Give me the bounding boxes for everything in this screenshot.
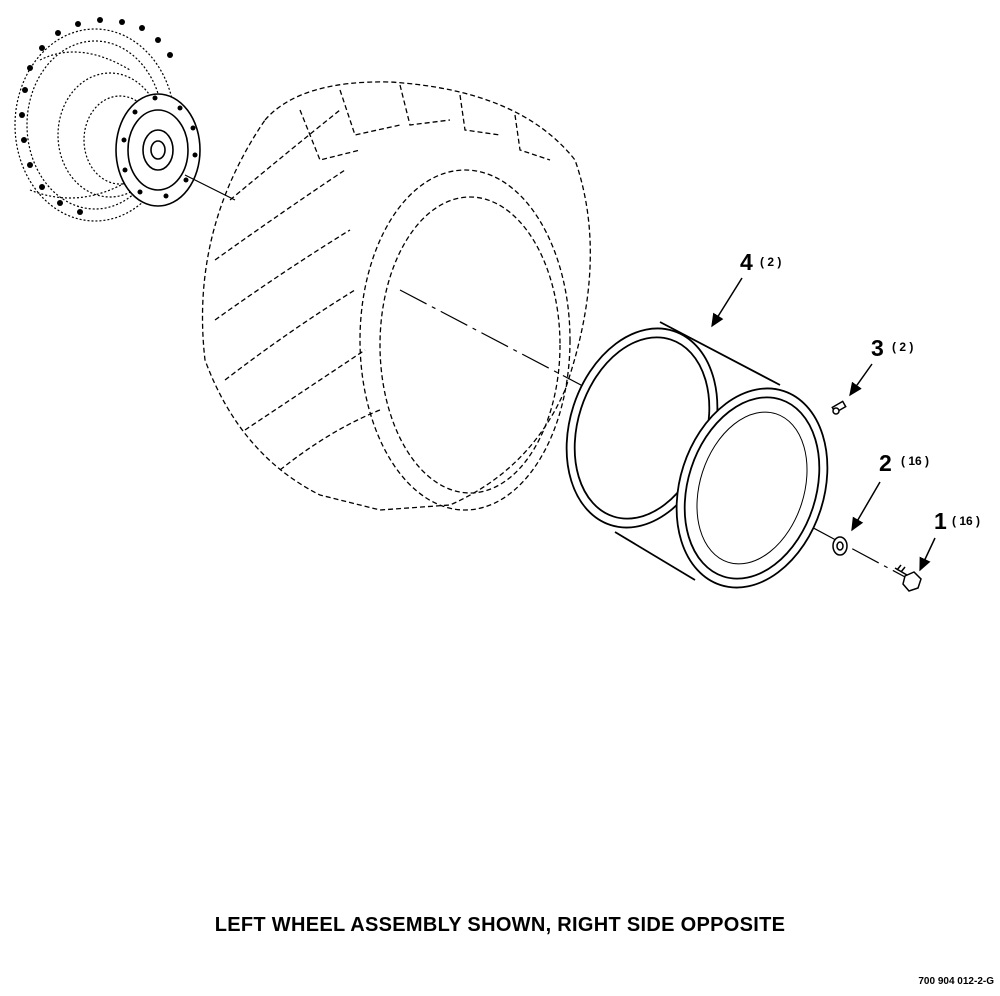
callout-number: 2: [879, 450, 892, 476]
hub-flange-studs: [121, 95, 198, 199]
leader-arrows: [711, 277, 936, 572]
figure-caption: LEFT WHEEL ASSEMBLY SHOWN, RIGHT SIDE OP…: [214, 914, 786, 936]
callout-quantity: ( 2 ): [760, 255, 781, 269]
callout-1: 1 ( 16 ): [934, 508, 980, 534]
hub-flange: [115, 93, 201, 207]
wheel-rim: [565, 321, 829, 589]
leader-arrow-1: [919, 537, 936, 572]
washer: [832, 536, 848, 556]
callout-2: 2 ( 16 ): [879, 450, 929, 476]
callout-quantity: ( 16 ): [901, 454, 929, 468]
leader-arrow-3: [849, 363, 873, 397]
hub-bolt-circle: [19, 17, 173, 215]
leader-arrow-2: [851, 481, 881, 532]
callout-number: 4: [740, 249, 753, 275]
figure-id: 700 904 012-2-G: [918, 976, 994, 987]
tire-phantom: [201, 81, 591, 511]
callout-3: 3 ( 2 ): [871, 335, 913, 361]
valve-stem: [831, 400, 847, 415]
callout-4: 4 ( 2 ): [740, 249, 781, 275]
callout-number: 1: [934, 508, 947, 534]
wheel-bolt: [894, 564, 922, 592]
leader-arrow-4: [711, 277, 743, 328]
callout-quantity: ( 16 ): [952, 514, 980, 528]
callout-quantity: ( 2 ): [892, 340, 913, 354]
callout-number: 3: [871, 335, 884, 361]
